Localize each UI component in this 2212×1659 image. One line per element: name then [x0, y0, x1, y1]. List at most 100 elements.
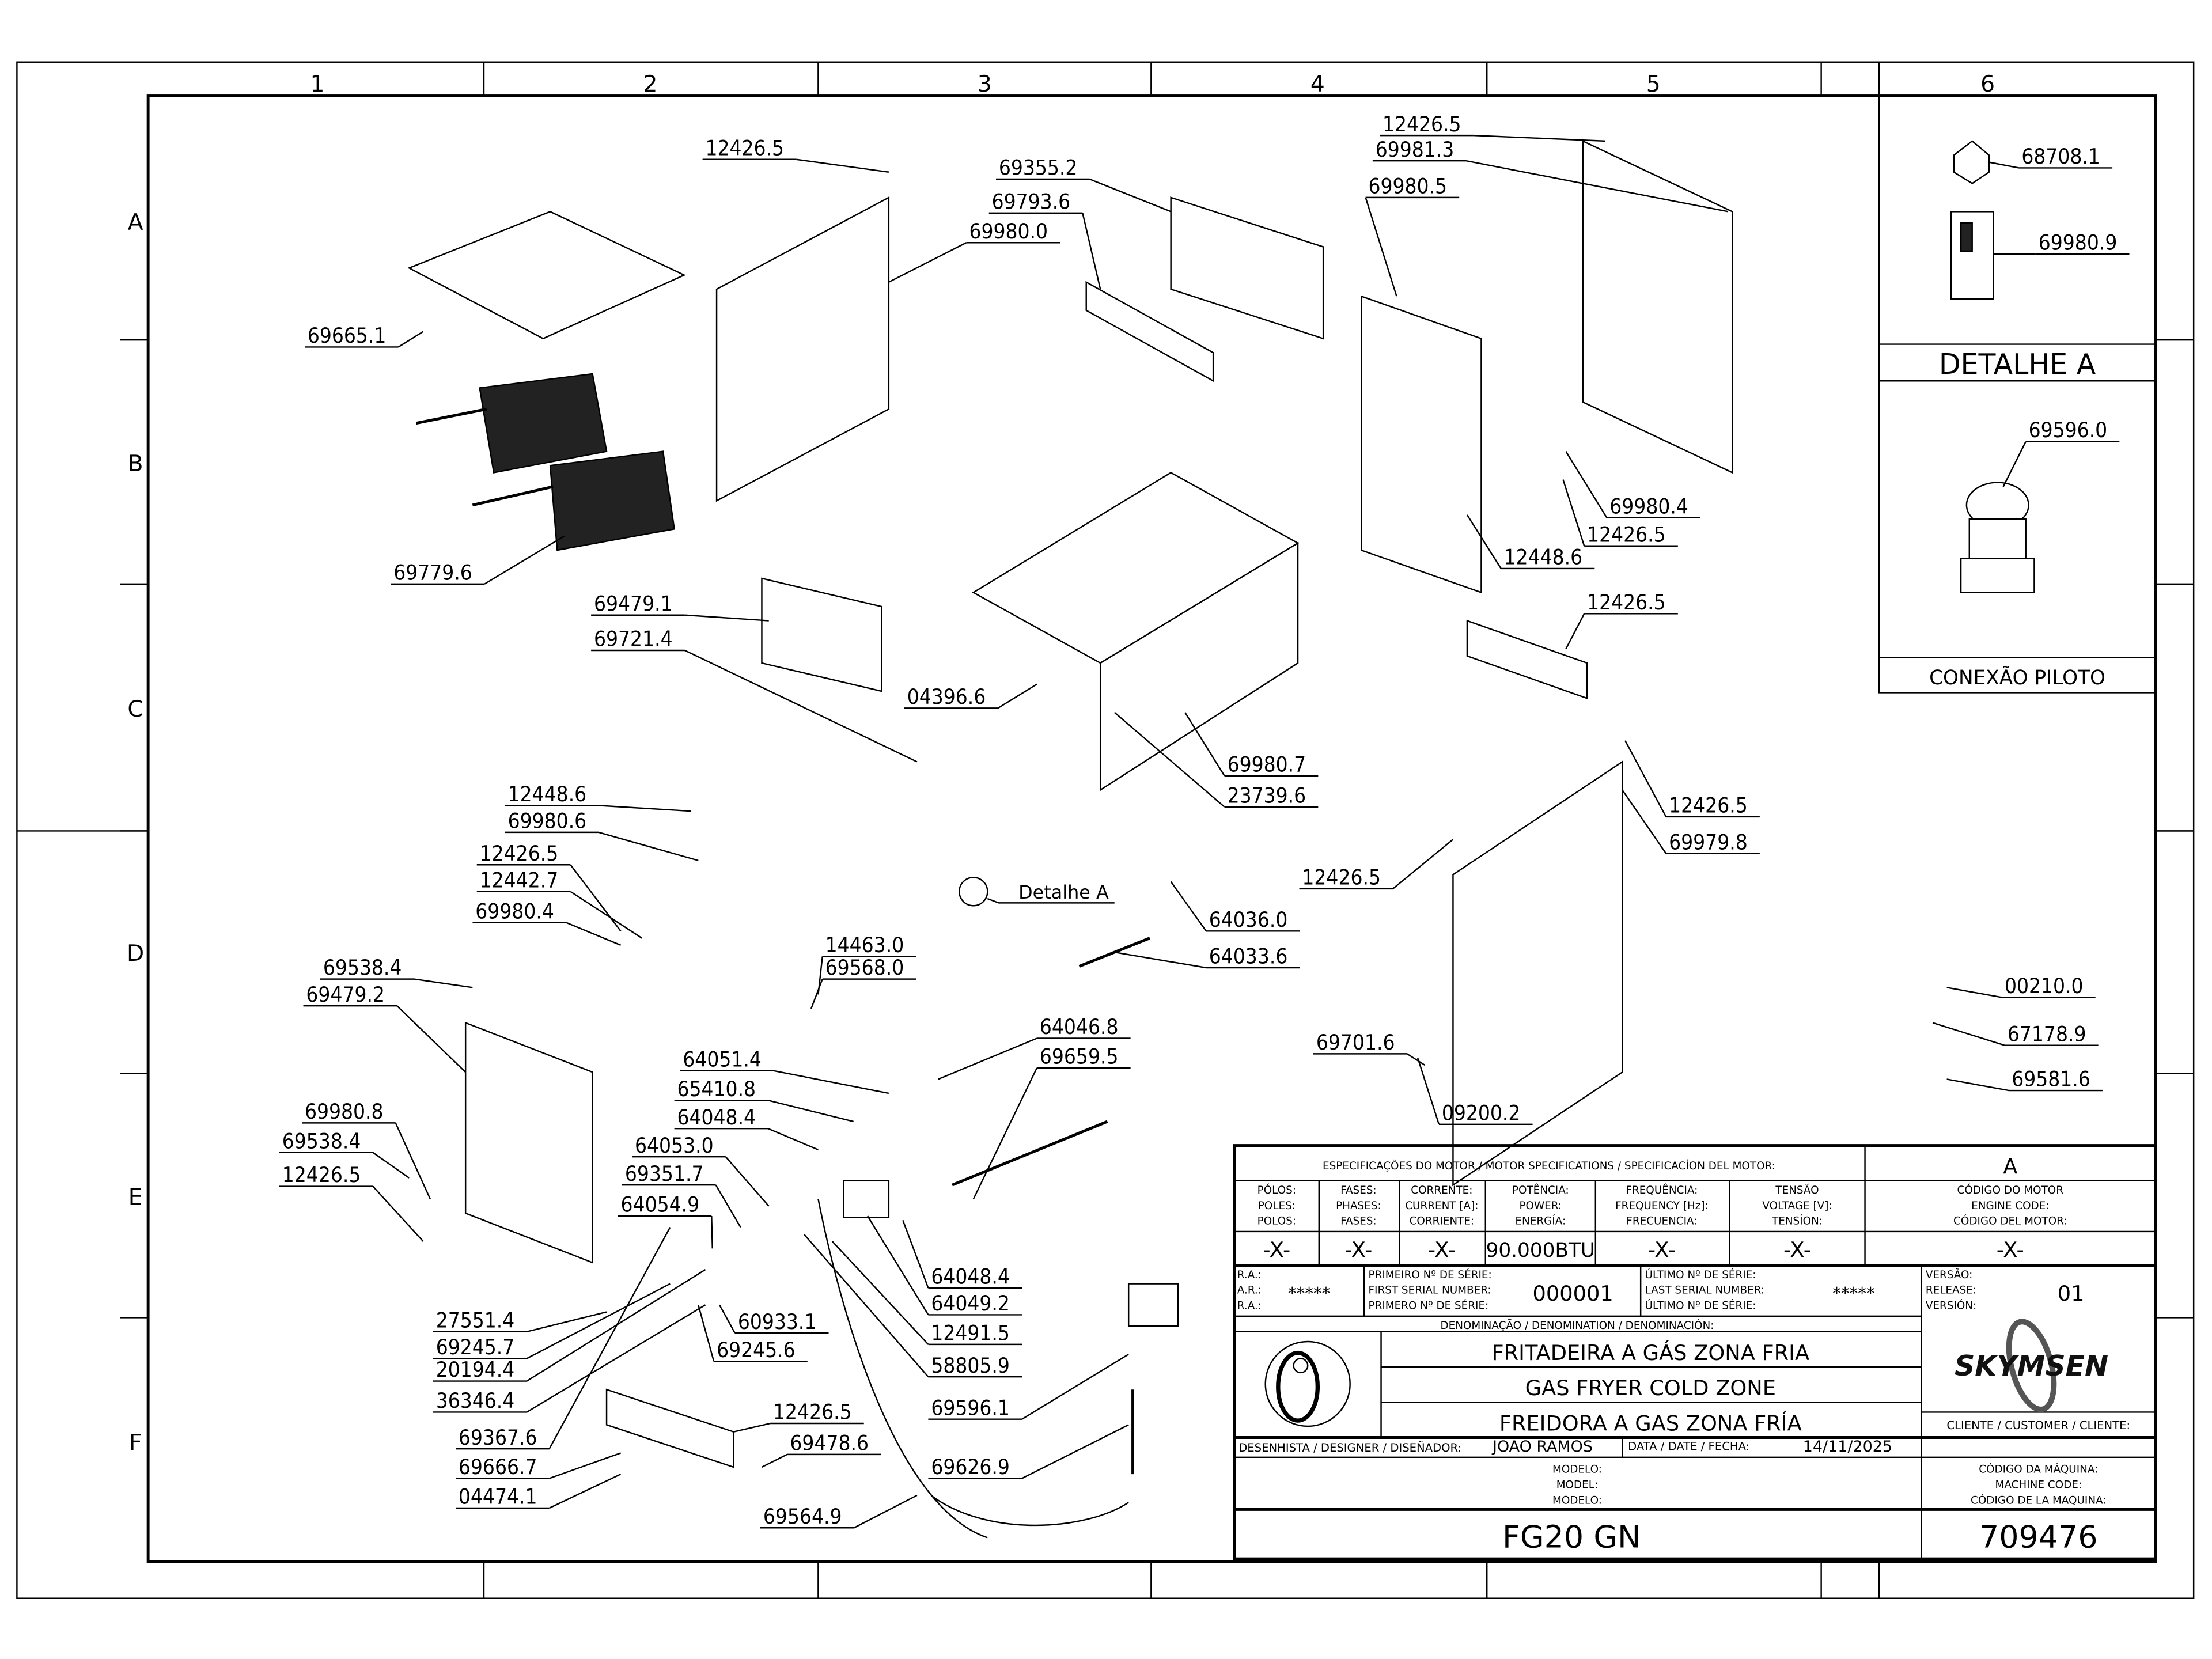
- part-label: 69981.3: [1372, 137, 1729, 213]
- side-panel-left: [715, 196, 890, 502]
- part-label: 64048.4: [674, 1105, 819, 1151]
- leader-line: [767, 1128, 819, 1151]
- leader-line: [414, 978, 473, 988]
- part-label: 69564.9: [760, 1494, 918, 1529]
- exploded-view: Detalhe A: [407, 139, 1733, 1539]
- row-marker: F: [129, 1430, 142, 1456]
- part-number: 64051.4: [683, 1047, 762, 1071]
- part-number: 04474.1: [459, 1484, 537, 1509]
- spec-label: VOLTAGE [V]:: [1762, 1200, 1832, 1212]
- part-number: 69980.4: [1609, 494, 1688, 518]
- part-label: 69980.4: [1565, 451, 1701, 518]
- part-label: 69355.2: [995, 156, 1172, 213]
- model-labels: MODELO:: [1552, 1464, 1602, 1476]
- model-labels: MODELO:: [1552, 1495, 1602, 1507]
- leader-line: [396, 1005, 467, 1073]
- last-serial-labels: ÚLTIMO Nº DE SÉRIE:: [1645, 1268, 1756, 1281]
- part-number: 69367.6: [459, 1425, 537, 1450]
- leader-line: [1466, 160, 1729, 213]
- part-label: 09200.2: [1417, 1058, 1533, 1125]
- leader-line: [548, 1227, 671, 1449]
- part-label: 69980.0: [888, 219, 1060, 283]
- leader-line: [1946, 1078, 2009, 1092]
- spec-value: -X-: [1648, 1237, 1676, 1262]
- spec-label: FASES:: [1340, 1215, 1377, 1228]
- part-number: 69355.2: [999, 156, 1078, 180]
- spec-label: POLES:: [1258, 1200, 1296, 1212]
- part-label: 58805.9: [803, 1234, 1022, 1378]
- part-label: 69479.2: [303, 982, 467, 1073]
- leader-line: [1932, 1022, 2005, 1046]
- version-labels: VERSIÓN:: [1926, 1300, 1976, 1312]
- part-label: 64049.2: [867, 1215, 1022, 1316]
- pilot-connection-drawing: [1960, 482, 2035, 593]
- part-label: 69538.4: [279, 1128, 410, 1179]
- leader-line: [1562, 479, 1585, 547]
- part-number: 36346.4: [436, 1388, 515, 1413]
- product-name-en: GAS FRYER COLD ZONE: [1525, 1376, 1776, 1400]
- ra-value: *****: [1288, 1284, 1330, 1304]
- control-box: [761, 577, 882, 692]
- part-number: 69538.4: [282, 1128, 361, 1153]
- leader-line: [997, 683, 1037, 709]
- part-number: 60933.1: [738, 1309, 817, 1334]
- leader-line: [484, 535, 565, 585]
- part-label: 12426.5: [476, 841, 622, 932]
- part-number: 04396.6: [907, 684, 986, 709]
- part-label: 69980.7: [1184, 712, 1319, 777]
- leader-line: [1406, 1053, 1426, 1066]
- part-number: 69980.9: [2039, 230, 2118, 255]
- version-number: 01: [2058, 1281, 2085, 1306]
- spec-label: POTÊNCIA:: [1512, 1184, 1569, 1196]
- part-label: 12426.5: [279, 1162, 424, 1242]
- part-label: 64054.9: [618, 1192, 713, 1249]
- part-label: 12448.6: [1466, 514, 1595, 570]
- part-number: 00210.0: [2005, 974, 2084, 998]
- part-number: 65410.8: [677, 1077, 756, 1101]
- part-label: 69367.6: [456, 1227, 671, 1450]
- machine-code-labels: CÓDIGO DA MÁQUINA:: [1979, 1463, 2098, 1476]
- version-labels: VERSÃO:: [1926, 1268, 1972, 1281]
- part-label: 69479.1: [591, 591, 769, 622]
- leader-line: [566, 922, 622, 946]
- leader-line: [1473, 134, 1605, 142]
- part-number: 12426.5: [1587, 590, 1666, 615]
- leader-line: [725, 1156, 770, 1207]
- part-number: 69659.5: [1040, 1044, 1119, 1069]
- chimney: [1361, 295, 1482, 594]
- part-number: 69581.6: [2012, 1067, 2090, 1092]
- part-label: 00210.0: [1946, 974, 2096, 998]
- part-label: 14463.0: [817, 933, 916, 995]
- part-label: 69351.7: [622, 1161, 741, 1228]
- basket-lower: [549, 450, 675, 551]
- first-serial-labels: FIRST SERIAL NUMBER:: [1369, 1285, 1491, 1297]
- part-number: 69980.7: [1228, 752, 1306, 777]
- part-number: 68708.1: [2021, 144, 2100, 169]
- spec-label: PÓLOS:: [1257, 1184, 1296, 1196]
- leader-line: [867, 1215, 929, 1316]
- part-label: 04474.1: [456, 1474, 622, 1509]
- spec-value: -X-: [1783, 1237, 1811, 1262]
- part-number: 69596.1: [931, 1395, 1010, 1420]
- column-marker: 6: [1980, 71, 1995, 97]
- version-labels: RELEASE:: [1926, 1285, 1976, 1297]
- leader-line: [718, 1304, 736, 1334]
- part-number: 69793.6: [992, 189, 1071, 214]
- spec-label: FRECUENCIA:: [1626, 1215, 1697, 1228]
- leader-line: [711, 1215, 713, 1249]
- part-label: 23739.6: [1113, 711, 1319, 808]
- part-label: 69980.9: [1993, 230, 2130, 255]
- leader-line: [796, 158, 889, 173]
- part-number: 64046.8: [1040, 1014, 1119, 1039]
- leader-line: [684, 649, 918, 763]
- part-label: 69581.6: [1946, 1067, 2103, 1092]
- leader-line: [2002, 441, 2027, 487]
- part-number: 69980.0: [969, 219, 1048, 244]
- part-number: 69245.7: [436, 1335, 515, 1359]
- leader-line: [1988, 161, 2019, 169]
- row-marker: C: [127, 696, 143, 722]
- part-number: 12426.5: [773, 1400, 852, 1425]
- column-marker: 4: [1310, 71, 1325, 97]
- motor-specs-header: ESPECIFICAÇÕES DO MOTOR / MOTOR SPECIFIC…: [1323, 1160, 1775, 1172]
- spec-label: POWER:: [1519, 1200, 1562, 1212]
